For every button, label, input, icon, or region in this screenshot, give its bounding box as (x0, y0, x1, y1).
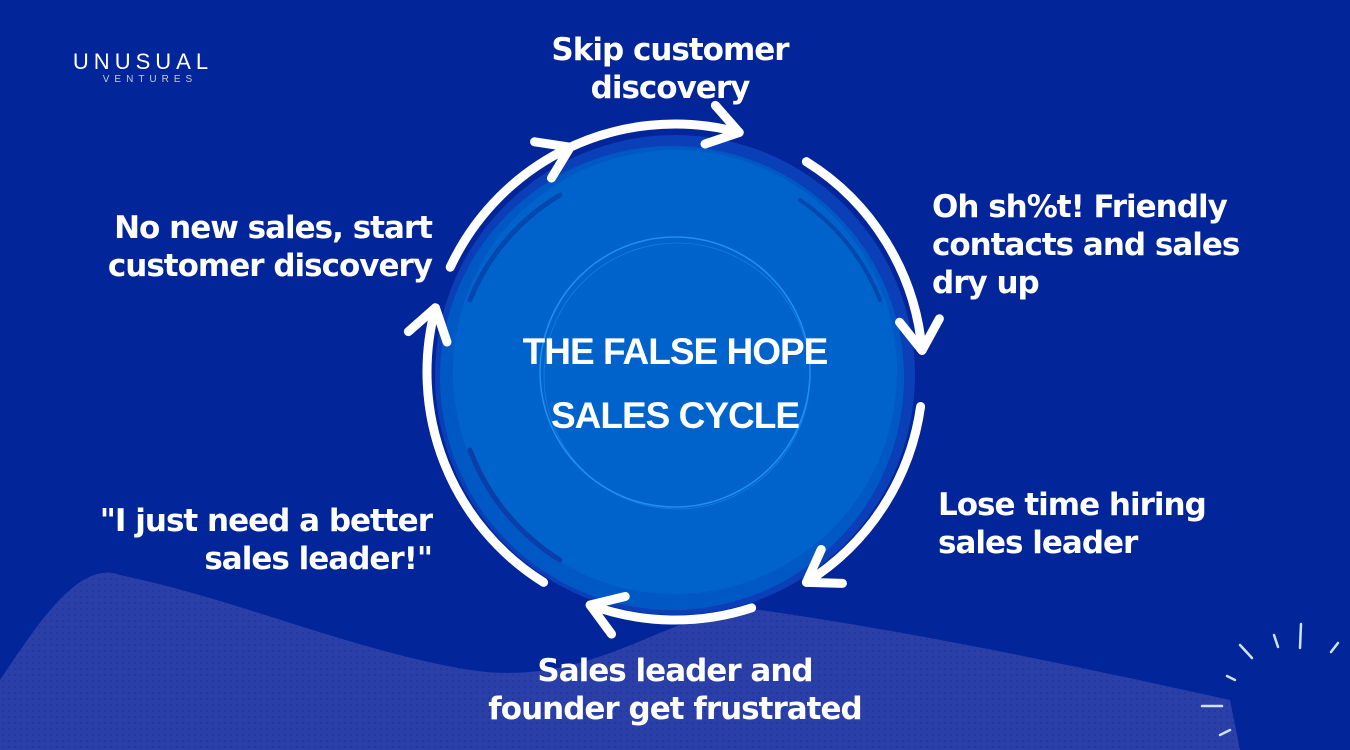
cycle-arrows (403, 100, 944, 639)
step-hire-sales-leader: Lose time hiring sales leader (938, 486, 1268, 562)
step-better-leader: "I just need a better sales leader!" (40, 502, 433, 578)
step-text-line: discovery (590, 70, 751, 106)
clockwise-arrow-icon (445, 142, 575, 272)
step-contacts-dry-up: Oh sh%t! Friendly contacts and sales dry… (932, 188, 1312, 302)
step-text-line: founder get frustrated (488, 691, 862, 727)
arrow-head-icon (895, 314, 944, 355)
step-text-line: Sales leader and (537, 653, 813, 689)
arrow-head-icon (801, 544, 847, 588)
arrow-head-icon (530, 137, 575, 183)
arrow-head-icon (700, 100, 744, 149)
unusual-ventures-logo: UNUSUAL VENTURES (60, 50, 226, 86)
clockwise-arrow-icon (801, 157, 927, 355)
step-text-line: dry up (932, 265, 1040, 301)
arrow-head-icon (585, 592, 630, 639)
logo-subtitle: VENTURES (102, 74, 198, 85)
step-start-discovery: No new sales, start customer discovery (40, 209, 433, 285)
step-text-line: sales leader (938, 525, 1138, 561)
title-line-1: THE FALSE HOPE (522, 331, 829, 372)
step-text-line: sales leader!" (204, 541, 433, 577)
step-text-line: Lose time hiring (938, 487, 1207, 523)
clockwise-arrow-icon (422, 303, 549, 587)
step-text-line: customer discovery (107, 248, 433, 284)
step-frustration: Sales leader and founder get frustrated (455, 652, 895, 728)
title-line-2: SALES CYCLE (550, 395, 800, 436)
step-text-line: Skip customer (551, 32, 789, 68)
clockwise-arrow-icon (801, 402, 926, 587)
logo-wordmark: UNUSUAL (72, 49, 214, 74)
step-text-line: Oh sh%t! Friendly (932, 189, 1228, 225)
step-text-line: "I just need a better (99, 503, 433, 539)
arrow-head-icon (403, 303, 452, 347)
burst-lines-icon (1200, 622, 1340, 737)
step-text-line: contacts and sales (932, 227, 1240, 263)
textured-wave (0, 572, 1240, 750)
clockwise-arrow-icon (585, 600, 757, 625)
step-text-line: No new sales, start (114, 210, 433, 246)
cycle-circle (435, 135, 915, 615)
clockwise-arrow-icon (557, 119, 744, 156)
diagram-title: THE FALSE HOPE SALES CYCLE (475, 320, 875, 448)
step-skip-discovery: Skip customer discovery (520, 31, 820, 107)
